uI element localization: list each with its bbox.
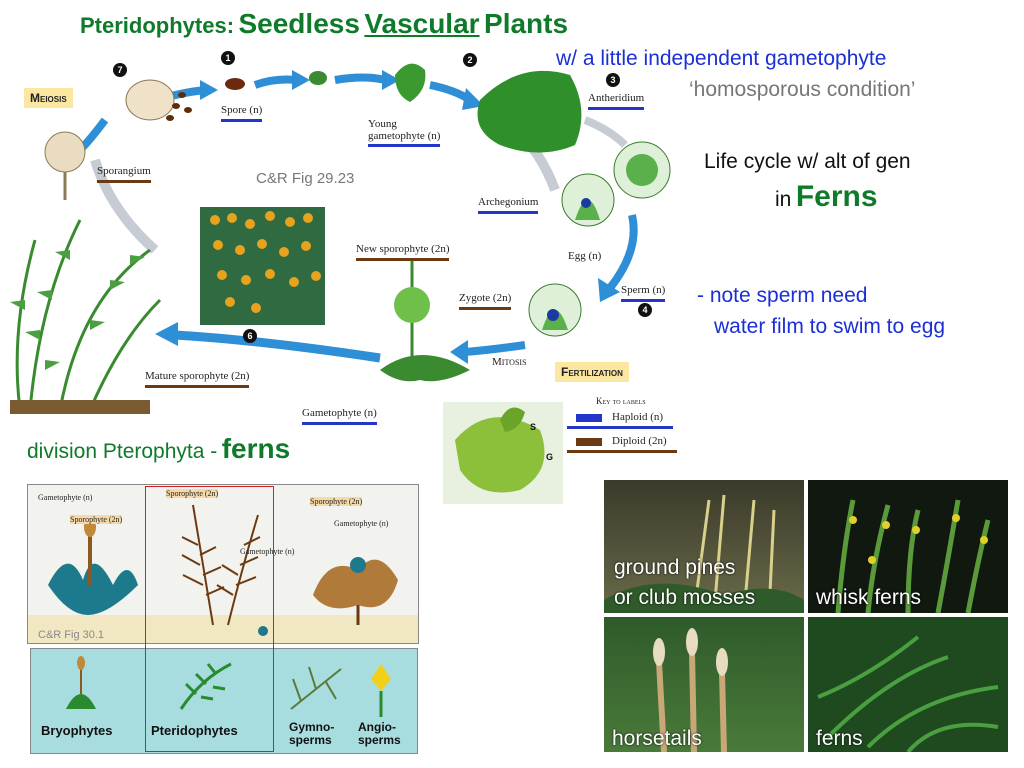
step-4-number: 4 [642, 305, 647, 315]
division-text: division Pterophyta - [27, 440, 218, 463]
title-seedless: Seedless [238, 8, 360, 39]
panel-label-sporophyte-1: Sporophyte (2n) [70, 515, 123, 524]
note-life-cycle: Life cycle w/ alt of gen [704, 150, 911, 173]
photo-letter-g: G [546, 452, 553, 462]
note-ferns-word: Ferns [795, 180, 878, 213]
group-pteridophytes: Pteridophytes [151, 723, 238, 738]
title-pteridophytes: Pteridophytes: [80, 13, 235, 38]
fig-caption-29-23: C&R Fig 29.23 [256, 170, 355, 187]
division-ferns: ferns [221, 433, 291, 464]
step-6-number: 6 [247, 331, 252, 341]
panel-label-gametophyte-1: Gametophyte (n) [38, 493, 93, 502]
ground-pines-illustration [604, 494, 804, 614]
fertilization-badge: Fertilization [555, 362, 629, 382]
photo-ground-pines: ground pines or club mosses [604, 480, 804, 614]
label-gametophyte: Gametophyte (n) [302, 407, 377, 425]
pteridophyte-highlight-frame [145, 486, 274, 752]
photo-ferns: ferns [808, 617, 1008, 754]
label-archegonium: Archegonium [478, 196, 539, 214]
fern-life-cycle-diagram: 1 2 3 4 6 7 S G [10, 51, 671, 504]
panel-label-gametophyte-2: Gametophyte (n) [240, 547, 295, 556]
key-haploid-label: Haploid (n) [567, 411, 674, 429]
slide-title: Pteridophytes: Seedless Vascular Plants [80, 8, 568, 40]
step-1-number: 1 [225, 53, 230, 63]
step-3-number: 3 [610, 75, 615, 85]
photo-letter-s: S [530, 422, 536, 432]
label-sperm: Sperm (n) [621, 284, 666, 302]
label-zygote: Zygote (2n) [459, 292, 512, 310]
label-young-gametophyte: Young gametophyte (n) [368, 118, 441, 147]
whisk-ferns-illustration [835, 499, 991, 614]
fig-caption-30-1: C&R Fig 30.1 [38, 629, 104, 641]
note-in-word: in [775, 188, 792, 211]
note-independent-gametophyte: w/ a little independent gametophyte [556, 47, 887, 70]
key-to-labels: Key to labels [596, 396, 646, 406]
photo-label-ferns: ferns [816, 727, 863, 750]
label-egg: Egg (n) [568, 250, 602, 262]
note-water-film: water film to swim to egg [714, 315, 946, 338]
key-diploid-swatch [576, 438, 602, 446]
panel-label-sporophyte-2: Sporophyte (2n) [166, 489, 219, 498]
group-angiosperms: Angio- sperms [358, 720, 401, 747]
horsetails-illustration [653, 628, 728, 753]
group-bryophytes: Bryophytes [41, 723, 113, 738]
panel-label-gametophyte-3: Gametophyte (n) [334, 519, 389, 528]
generations-panel: C&R Fig 30.1 Gametophyte (n) Sporophyte … [27, 484, 419, 644]
division-label: division Pterophyta - ferns [27, 433, 290, 465]
label-sporangium: Sporangium [97, 165, 151, 183]
label-mitosis: Mitosis [492, 356, 527, 368]
photo-whisk-ferns: whisk ferns [808, 480, 1008, 614]
title-plants: Plants [484, 8, 569, 39]
label-spore: Spore (n) [221, 104, 263, 122]
title-vascular: Vascular [364, 8, 480, 39]
photo-label-club-mosses: or club mosses [614, 586, 756, 609]
photo-horsetails: horsetails [604, 617, 804, 753]
photo-label-horsetails: horsetails [612, 727, 702, 750]
plant-groups-strip: Bryophytes Pteridophytes Gymno- sperms A… [30, 648, 418, 754]
key-haploid-swatch [576, 414, 602, 422]
label-new-sporophyte: New sporophyte (2n) [356, 243, 450, 261]
note-in-ferns: in Ferns [775, 180, 878, 214]
note-sperm-need: - note sperm need [697, 284, 868, 307]
label-antheridium: Antheridium [588, 92, 645, 110]
group-gymnosperms: Gymno- sperms [289, 720, 335, 747]
photo-label-ground-pines: ground pines [614, 556, 736, 579]
meiosis-badge: Meiosis [24, 88, 73, 108]
step-2-number: 2 [467, 55, 472, 65]
plant-groups-illustration [66, 656, 391, 717]
label-mature-sporophyte: Mature sporophyte (2n) [145, 370, 250, 388]
step-7-number: 7 [117, 65, 122, 75]
ferns-illustration [817, 635, 999, 754]
note-homosporous: ‘homosporous condition’ [689, 78, 916, 101]
photo-label-whisk-ferns: whisk ferns [816, 586, 922, 609]
key-diploid-label: Diploid (2n) [567, 435, 677, 453]
panel-label-sporophyte-3: Sporophyte (2n) [310, 497, 363, 506]
